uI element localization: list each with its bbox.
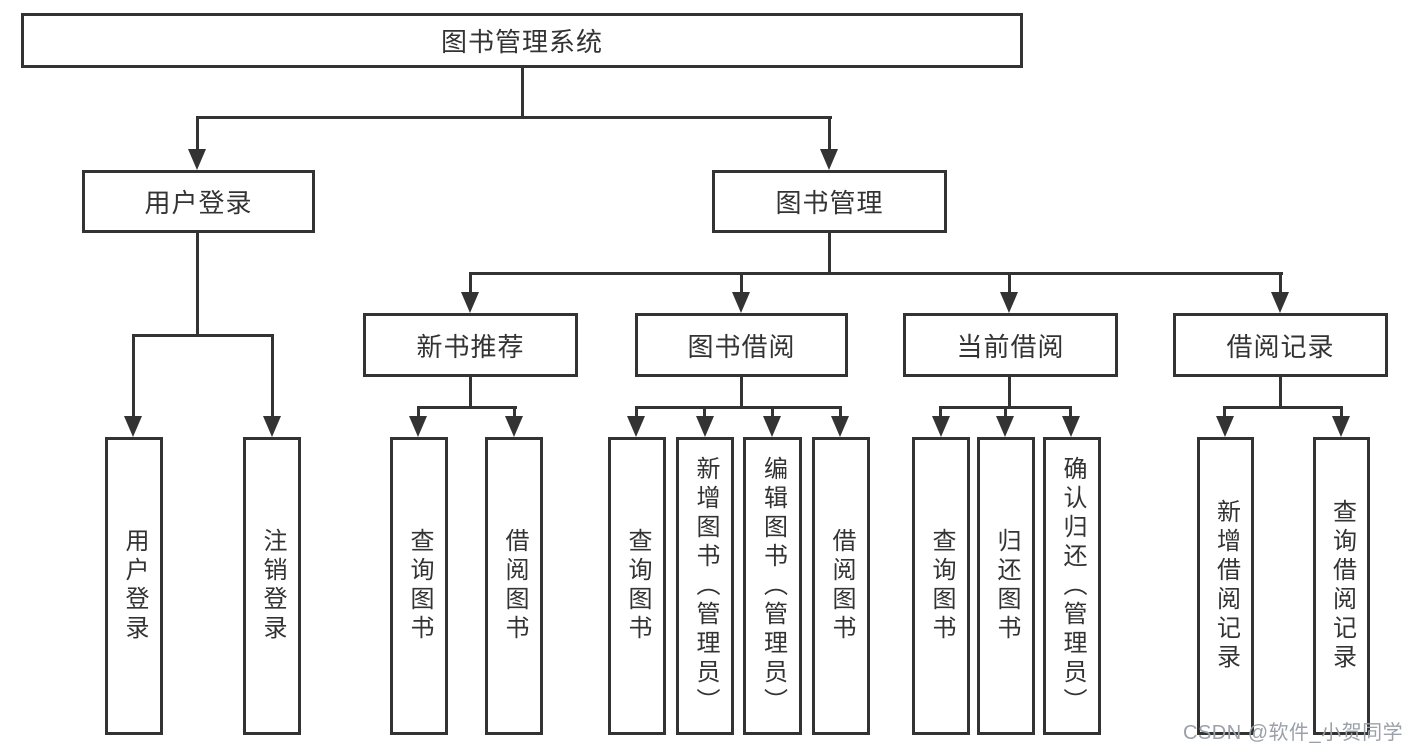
node-label: 用户登录 [144, 188, 253, 218]
arrowhead-down-icon [696, 416, 714, 437]
leaf-add-borrow-record: 新增借阅记录 [1197, 437, 1254, 735]
connector-line [469, 272, 1283, 275]
node-label: 图书管理系统 [440, 27, 603, 57]
connector-line [1004, 406, 1007, 418]
leaf-label: 编辑图书（管理员） [759, 455, 787, 717]
connector-line [417, 406, 517, 409]
arrowhead-down-icon [1000, 292, 1018, 313]
node-user-login: 用户登录 [82, 170, 315, 233]
connector-line [469, 272, 472, 294]
leaf-label: 注销登录 [259, 528, 286, 644]
node-label: 图书管理 [775, 188, 884, 218]
connector-line [469, 377, 472, 409]
connector-line [740, 272, 743, 294]
connector-line [828, 116, 831, 154]
leaf-query-books-recommend: 查询图书 [390, 437, 448, 735]
connector-line [828, 233, 831, 275]
node-current-borrowing: 当前借阅 [903, 313, 1118, 377]
leaf-label: 确认归还（管理员） [1059, 455, 1086, 717]
leaf-label: 新增借阅记录 [1212, 499, 1240, 673]
arrowhead-down-icon [124, 416, 142, 437]
connector-line [271, 334, 274, 418]
arrowhead-down-icon [505, 416, 523, 437]
node-label: 新书推荐 [416, 331, 525, 362]
arrowhead-down-icon [732, 292, 750, 313]
node-label: 借阅记录 [1226, 331, 1335, 362]
connector-line [196, 233, 199, 337]
leaf-edit-books-admin: 编辑图书（管理员） [743, 437, 802, 735]
node-label: 图书借阅 [687, 331, 796, 362]
connector-line [196, 116, 199, 154]
arrowhead-down-icon [932, 416, 950, 437]
connector-line [521, 68, 524, 119]
leaf-query-books-current: 查询图书 [912, 437, 970, 735]
connector-line [513, 406, 516, 418]
node-library-management-system: 图书管理系统 [21, 13, 1023, 68]
leaf-add-books-admin: 新增图书（管理员） [676, 437, 734, 735]
arrowhead-down-icon [820, 149, 838, 170]
arrowhead-down-icon [1271, 292, 1289, 313]
leaf-label: 查询借阅记录 [1328, 499, 1356, 673]
connector-line [1008, 377, 1011, 409]
connector-line [839, 406, 842, 418]
connector-line [1279, 272, 1282, 294]
arrowhead-down-icon [627, 416, 645, 437]
arrowhead-down-icon [1062, 416, 1080, 437]
leaf-label: 归还图书 [993, 528, 1020, 644]
node-label: 当前借阅 [956, 331, 1065, 362]
connector-line [740, 377, 743, 409]
connector-line [1279, 377, 1282, 409]
leaf-label: 查询图书 [406, 528, 433, 644]
node-book-borrowing: 图书借阅 [635, 313, 848, 377]
connector-line [939, 406, 942, 418]
node-borrowing-records: 借阅记录 [1173, 313, 1388, 377]
arrowhead-down-icon [461, 292, 479, 313]
leaf-borrow-books-recommend: 借阅图书 [485, 437, 543, 735]
leaf-query-borrow-record: 查询借阅记录 [1313, 437, 1370, 735]
leaf-query-books-borrow: 查询图书 [608, 437, 666, 735]
leaf-label: 借阅图书 [828, 528, 855, 644]
csdn-watermark: CSDN @软件_小贺同学 [1183, 722, 1404, 744]
connector-line [1340, 406, 1343, 418]
leaf-label: 查询图书 [624, 528, 651, 644]
leaf-user-login: 用户登录 [105, 437, 163, 735]
connector-line [1008, 272, 1011, 294]
leaf-label: 新增图书（管理员） [692, 455, 719, 717]
arrowhead-down-icon [263, 416, 281, 437]
leaf-return-books: 归还图书 [977, 437, 1035, 735]
leaf-label: 用户登录 [121, 528, 148, 644]
connector-line [1223, 406, 1226, 418]
connector-line [1223, 406, 1343, 409]
connector-line [132, 334, 135, 418]
arrowhead-down-icon [1332, 416, 1350, 437]
leaf-confirm-return-admin: 确认归还（管理员） [1043, 437, 1101, 735]
arrowhead-down-icon [831, 416, 849, 437]
arrowhead-down-icon [1216, 416, 1234, 437]
arrowhead-down-icon [188, 149, 206, 170]
arrowhead-down-icon [763, 416, 781, 437]
connector-line [196, 116, 832, 119]
arrowhead-down-icon [996, 416, 1014, 437]
connector-line [771, 406, 774, 418]
connector-line [703, 406, 706, 418]
connector-line [132, 334, 274, 337]
connector-line [1069, 406, 1072, 418]
leaf-label: 查询图书 [928, 528, 955, 644]
connector-line [635, 406, 638, 418]
leaf-borrow-books: 借阅图书 [812, 437, 870, 735]
arrowhead-down-icon [409, 416, 427, 437]
node-book-management: 图书管理 [712, 170, 947, 233]
connector-line [417, 406, 420, 418]
leaf-label: 借阅图书 [501, 528, 528, 644]
leaf-logout: 注销登录 [243, 437, 301, 735]
node-new-book-recommendation: 新书推荐 [363, 313, 578, 377]
connector-line [635, 406, 842, 409]
